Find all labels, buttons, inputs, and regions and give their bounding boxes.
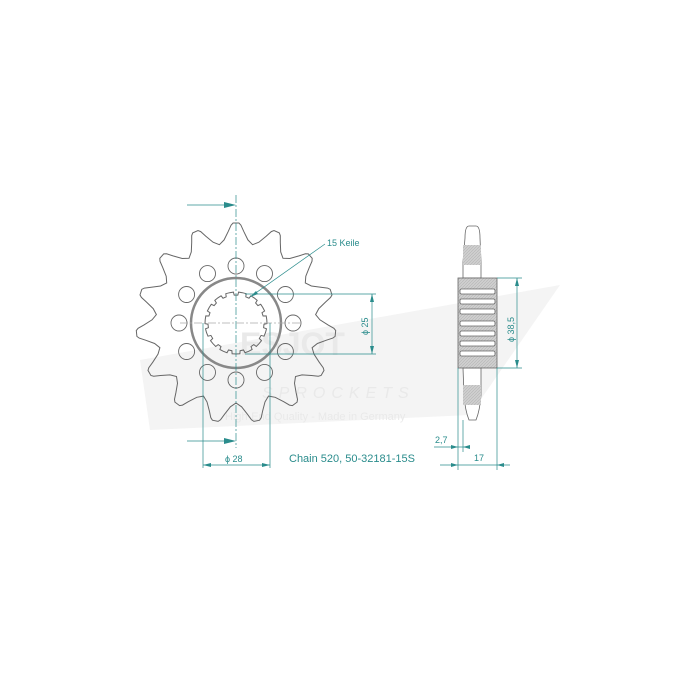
hub-width-label: 17 bbox=[474, 453, 484, 463]
splines-label: 15 Keile bbox=[327, 238, 360, 248]
tooth-width-label: 2,7 bbox=[435, 435, 448, 445]
lightening-hole bbox=[276, 286, 294, 303]
lightening-hole bbox=[256, 265, 273, 283]
spline-groove bbox=[459, 330, 496, 337]
lightening-holes bbox=[170, 257, 302, 389]
sprocket-outline bbox=[135, 222, 337, 422]
spline-groove bbox=[459, 340, 496, 347]
svg-text:ESJOT: ESJOT bbox=[240, 326, 345, 362]
lightening-hole bbox=[199, 363, 216, 381]
part-caption: Chain 520, 50-32181-15S bbox=[289, 453, 415, 465]
lightening-hole bbox=[178, 286, 196, 303]
svg-text:SPROCKETS: SPROCKETS bbox=[262, 385, 415, 402]
watermark-logo: ESJOT SPROCKETS High-End Quality - Made … bbox=[140, 285, 560, 430]
sprocket-side-view bbox=[457, 225, 498, 421]
lightening-hole bbox=[256, 363, 273, 381]
center-diameter-label: ϕ 28 bbox=[225, 454, 243, 464]
spline-groove bbox=[459, 320, 496, 327]
spline-groove bbox=[459, 350, 496, 357]
hub-diameter-label: ϕ 38,5 bbox=[506, 317, 516, 342]
lightening-hole bbox=[276, 343, 294, 360]
svg-text:High-End Quality - Made in Ger: High-End Quality - Made in Germany bbox=[225, 411, 406, 423]
bore-diameter-label: ϕ 25 bbox=[360, 317, 370, 335]
spline-groove bbox=[459, 298, 496, 305]
front-dimensions bbox=[180, 195, 376, 468]
spline-groove bbox=[459, 288, 496, 295]
lightening-hole bbox=[178, 343, 196, 360]
lightening-hole bbox=[199, 265, 216, 283]
spline-groove bbox=[459, 308, 496, 315]
spline-bore bbox=[204, 291, 268, 355]
